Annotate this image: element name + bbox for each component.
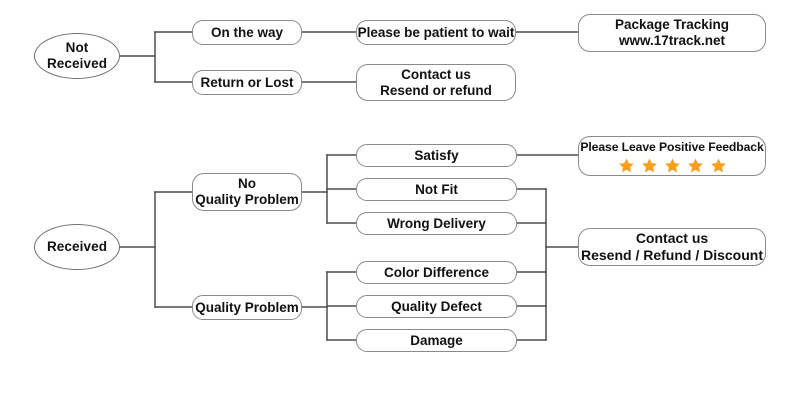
star-icon[interactable] [710,157,727,174]
node-positive-feedback-label: Please Leave Positive Feedback [580,139,764,154]
node-contact-resend-refund-label: Contact us Resend or refund [380,66,492,98]
node-no-quality-problem-label: No Quality Problem [195,176,299,207]
node-received[interactable]: Received [34,224,120,270]
node-color-difference[interactable]: Color Difference [356,261,517,284]
node-wrong-delivery[interactable]: Wrong Delivery [356,212,517,235]
node-package-tracking-label: Package Tracking www.17track.net [614,17,730,48]
node-received-label: Received [46,239,108,255]
node-satisfy-label: Satisfy [414,147,459,163]
node-please-be-patient[interactable]: Please be patient to wait [356,20,516,45]
node-positive-feedback[interactable]: Please Leave Positive Feedback [578,136,766,176]
star-icon[interactable] [687,157,704,174]
node-no-quality-problem[interactable]: No Quality Problem [192,173,302,211]
node-not-fit[interactable]: Not Fit [356,178,517,201]
node-quality-problem-label: Quality Problem [195,299,299,315]
node-quality-defect-label: Quality Defect [391,298,482,314]
node-not-fit-label: Not Fit [415,181,458,197]
node-on-the-way-label: On the way [210,24,283,40]
node-damage-label: Damage [410,332,463,348]
node-quality-problem[interactable]: Quality Problem [192,295,302,320]
star-rating[interactable] [618,157,727,174]
node-return-or-lost[interactable]: Return or Lost [192,70,302,95]
node-package-tracking[interactable]: Package Tracking www.17track.net [578,14,766,52]
node-color-difference-label: Color Difference [383,264,490,280]
node-contact-resend-refund-discount[interactable]: Contact us Resend / Refund / Discount [578,228,766,266]
node-quality-defect[interactable]: Quality Defect [356,295,517,318]
node-satisfy[interactable]: Satisfy [356,144,517,167]
node-damage[interactable]: Damage [356,329,517,352]
node-contact-resend-refund-discount-label: Contact us Resend / Refund / Discount [580,230,763,263]
star-icon[interactable] [664,157,681,174]
node-please-be-patient-label: Please be patient to wait [357,24,515,40]
node-not-received[interactable]: Not Received [34,33,120,79]
node-contact-resend-refund[interactable]: Contact us Resend or refund [356,64,516,101]
node-on-the-way[interactable]: On the way [192,20,302,45]
node-wrong-delivery-label: Wrong Delivery [387,215,486,231]
node-not-received-label: Not Received [46,40,108,71]
star-icon[interactable] [618,157,635,174]
node-return-or-lost-label: Return or Lost [200,74,294,90]
star-icon[interactable] [641,157,658,174]
